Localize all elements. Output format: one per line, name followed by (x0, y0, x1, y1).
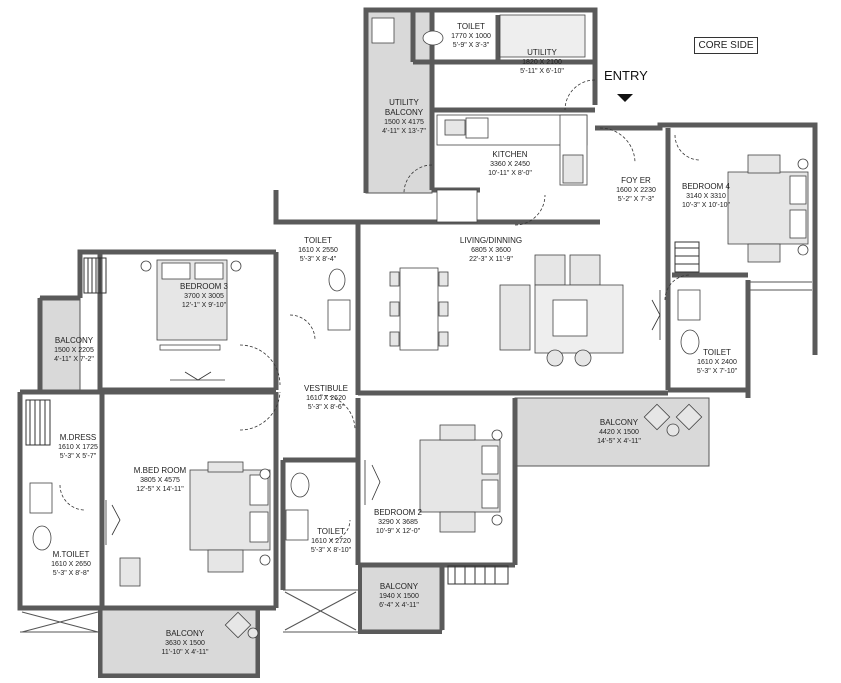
room-label-toilet-b3: TOILET 1610 X 2550 5'-3" X 8'-4" (298, 236, 338, 263)
wall-core-top (363, 7, 598, 193)
room-label-toilet-top: TOILET 1770 X 1000 5'-9" X 3'-3" (451, 22, 491, 49)
wardrobe-hatch (29, 247, 699, 584)
railings (20, 281, 812, 633)
core-side-label: CORE SIDE (694, 37, 758, 54)
study-chair (119, 557, 141, 587)
wardrobes (25, 241, 700, 585)
room-label-toilet-b4: TOILET 1610 X 2400 5'-3" X 7'-10" (696, 348, 738, 375)
balcony-left-fill (39, 297, 81, 395)
room-label-bedroom3: BEDROOM 3 3700 X 3005 12'-1" X 9'-10" (179, 282, 229, 309)
room-label-living: LIVING/DINNING 6805 X 3600 22'-3" X 11'-… (459, 236, 523, 263)
room-label-bedroom4: BEDROOM 4 3140 X 3310 10'-3" X 10'-10" (681, 182, 731, 209)
door-swings (59, 79, 701, 541)
room-label-foyer: FOY ER 1600 X 2230 5'-2" X 7'-3" (616, 176, 656, 203)
stool-1 (546, 349, 564, 367)
entry-label: ENTRY (604, 68, 648, 83)
stool-2 (574, 349, 592, 367)
dining-table (399, 267, 439, 351)
balcony-bottom-fill (101, 607, 257, 675)
room-label-bedroom2: BEDROOM 2 3290 X 3685 10'-9" X 12'-0" (373, 508, 423, 535)
armchair-1 (534, 254, 566, 286)
tv-units (105, 290, 661, 545)
room-label-utility-balcony: UTILITY BALCONY 1500 X 4175 4'-11" X 13'… (382, 98, 426, 135)
armchair-2 (569, 254, 601, 286)
fixtures (29, 14, 809, 566)
room-label-balcony-mid: BALCONY 1940 X 1500 6'-4" X 4'-11" (379, 582, 419, 609)
furniture (119, 17, 809, 639)
room-label-kitchen: KITCHEN 3360 X 2450 10'-11" X 8'-0" (488, 150, 532, 177)
room-label-balcony-right: BALCONY 4420 X 1500 14'-5" X 4'-11" (597, 418, 641, 445)
room-label-vestibule: VESTIBULE 1610 X 2620 5'-3" X 8'-6" (303, 384, 349, 411)
room-label-balcony-bottom: BALCONY 3630 X 1500 11'-10" X 4'-11" (161, 629, 209, 656)
room-label-toilet-mid: TOILET 1610 X 2720 5'-3" X 8'-10" (310, 527, 352, 554)
room-label-utility: UTILITY 1820 X 2100 5'-11" X 6'-10" (520, 48, 564, 75)
balcony-mid-fill (359, 566, 443, 631)
room-label-mtoilet: M.TOILET 1610 X 2650 5'-3" X 8'-8" (51, 550, 91, 577)
room-label-mdress: M.DRESS 1610 X 1725 5'-3" X 5'-7" (58, 433, 98, 460)
coffee-table (552, 299, 588, 337)
entry-arrow (617, 94, 633, 102)
room-label-mbedroom: M.BED ROOM 3805 X 4575 12'-5" X 14'-11" (133, 466, 187, 493)
sofa-left (499, 284, 531, 351)
room-label-balcony-left: BALCONY 1500 X 2205 4'-11" X 7'-2" (54, 336, 94, 363)
